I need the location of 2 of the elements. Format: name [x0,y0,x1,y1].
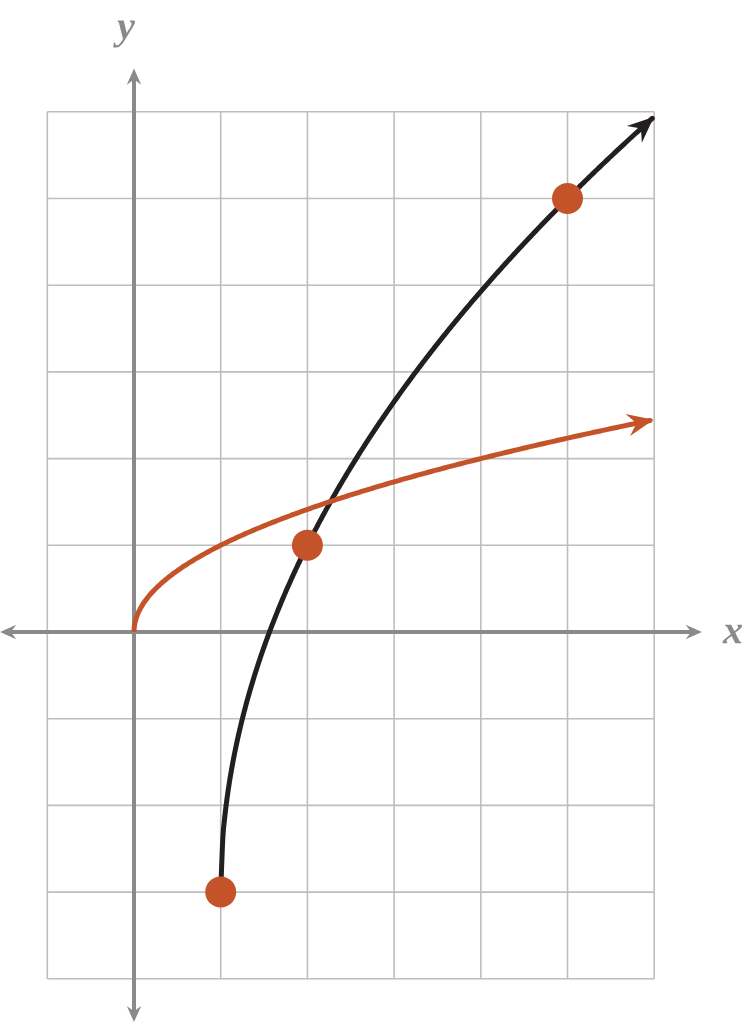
axis-label: y [113,20,135,48]
axis-label: x [722,624,743,644]
